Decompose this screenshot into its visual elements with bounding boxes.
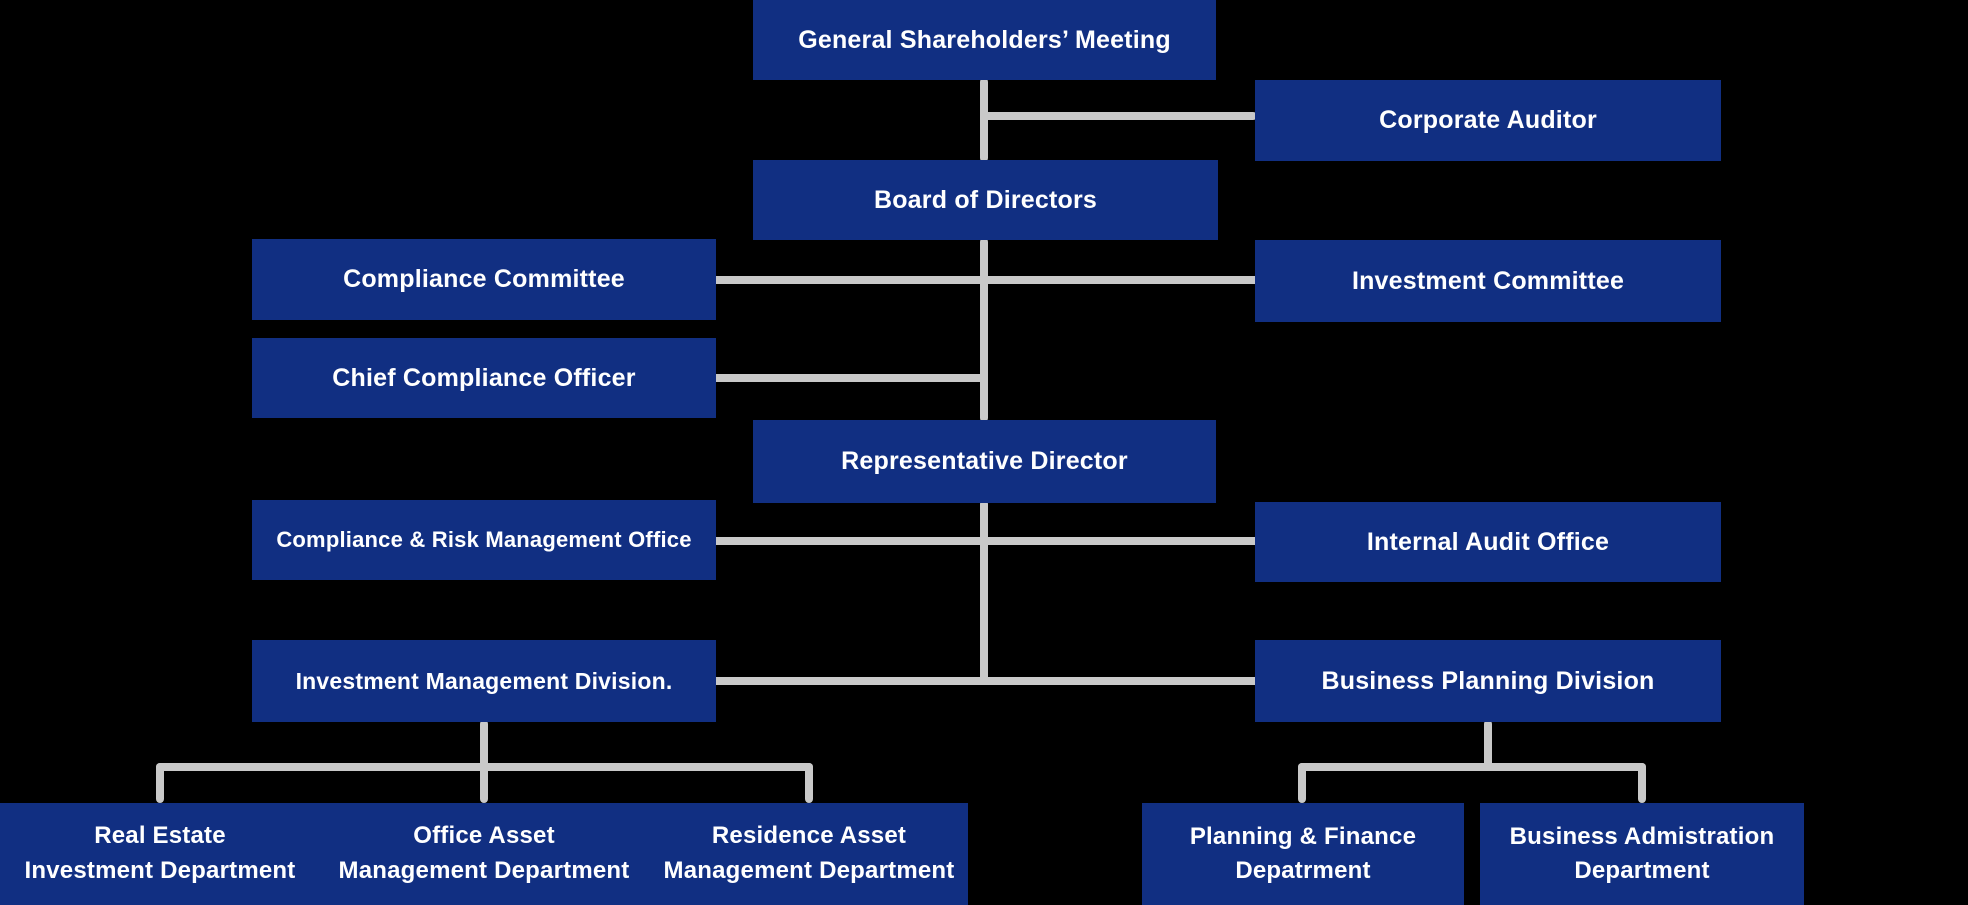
department-label-line: Office Asset — [413, 822, 555, 850]
org-box-label: General Shareholders’ Meeting — [798, 25, 1171, 54]
connector-line — [1298, 763, 1646, 771]
org-box-label-line: Business Admistration — [1509, 823, 1775, 851]
department-label-line: Investment Department — [24, 857, 296, 884]
org-box-investment-committee: Investment Committee — [1255, 240, 1721, 322]
org-box-label: Investment Committee — [1351, 266, 1625, 295]
connector-line — [980, 500, 988, 685]
org-box-label-line: Depatrment — [1235, 857, 1371, 884]
connector-line — [480, 763, 488, 803]
org-box-label: Corporate Auditor — [1379, 106, 1597, 134]
connector-line — [805, 763, 813, 803]
org-box-corporate-auditor: Corporate Auditor — [1255, 80, 1721, 161]
department-label-line: Real Estate — [94, 822, 226, 850]
department-label-line: Management Department — [663, 857, 955, 884]
org-box-label: Compliance Committee — [343, 265, 625, 293]
connector-line — [980, 238, 988, 422]
org-box-chief-compliance-officer: Chief Compliance Officer — [252, 338, 716, 418]
org-box-business-planning-division: Business Planning Division — [1255, 640, 1721, 722]
org-box-representative-director: Representative Director — [753, 420, 1216, 503]
org-box-compliance-risk-management-office: Compliance & Risk Management Office — [252, 500, 716, 580]
connector-line — [156, 763, 164, 803]
org-box-general-shareholders-meeting: General Shareholders’ Meeting — [753, 0, 1216, 80]
org-box-label-line: Planning & Finance — [1189, 823, 1417, 851]
connector-line — [712, 677, 1259, 685]
connector-line — [712, 374, 984, 382]
org-box-label: Representative Director — [841, 447, 1128, 475]
org-box-internal-audit-office: Internal Audit Office — [1255, 502, 1721, 582]
connector-line — [1638, 763, 1646, 803]
org-box-label-line: Department — [1574, 857, 1710, 884]
connector-line — [712, 276, 1259, 284]
org-box-compliance-committee: Compliance Committee — [252, 239, 716, 320]
connector-line — [712, 537, 1259, 545]
org-box-label: Board of Directors — [873, 185, 1098, 214]
org-box-label: Chief Compliance Officer — [332, 363, 636, 392]
connector-line — [980, 78, 988, 162]
org-box-label: Compliance & Risk Management Office — [276, 526, 692, 552]
connector-line — [1484, 720, 1492, 767]
department-label-line: Management Department — [338, 857, 630, 884]
org-box-investment-management-division: Investment Management Division. — [252, 640, 716, 722]
org-box-label: Business Planning Division — [1321, 666, 1655, 695]
org-box-label: Internal Audit Office — [1366, 527, 1610, 556]
department-label-line: Residence Asset — [711, 822, 907, 850]
org-box-board-of-directors: Board of Directors — [753, 160, 1218, 240]
connector-line — [984, 112, 1257, 120]
org-box-label: Investment Management Division. — [295, 667, 673, 694]
connector-line — [1298, 763, 1306, 803]
connector-line — [480, 720, 488, 767]
